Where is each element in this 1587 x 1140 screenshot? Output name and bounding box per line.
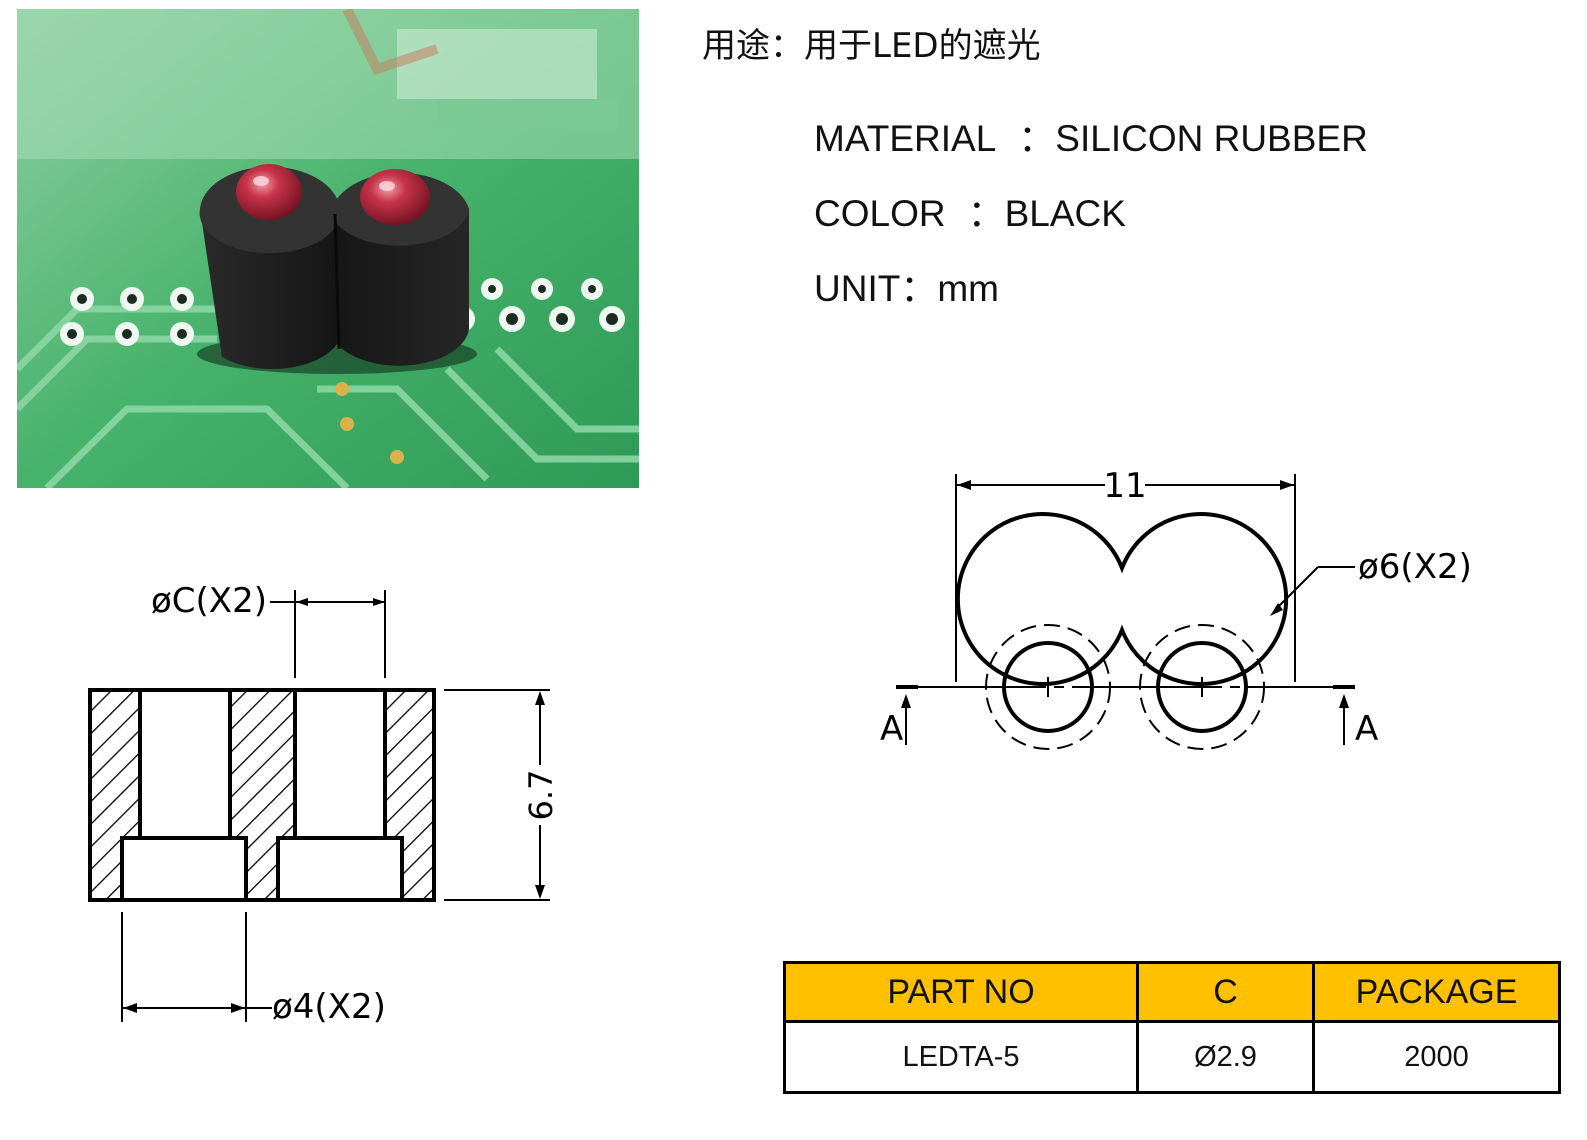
unit-separator: ： — [900, 268, 938, 309]
side-section-drawing: øC(X2) 6.7 ø4(X2) — [88, 581, 560, 1027]
material-value: SILICON RUBBER — [1055, 118, 1368, 159]
outline — [955, 512, 1289, 686]
cell-package: 2000 — [1312, 1020, 1561, 1094]
header-c: C — [1136, 961, 1315, 1023]
color-label: COLOR — [814, 193, 946, 234]
cell-part-no: LEDTA-5 — [783, 1020, 1139, 1094]
outer-diameter-label: ø6(X2) — [1358, 547, 1472, 587]
cell-c: Ø2.9 — [1136, 1020, 1315, 1094]
material-label: MATERIAL — [814, 118, 997, 159]
header-package: PACKAGE — [1312, 961, 1561, 1023]
height-dimension-label: 6.7 — [522, 770, 560, 821]
width-dimension-label: 11 — [1103, 466, 1146, 506]
unit-value: mm — [937, 268, 999, 309]
top-view-drawing: A A 11 ø6(X2) — [880, 466, 1472, 750]
header-part-no: PART NO — [783, 961, 1139, 1023]
color-separator: ： — [967, 193, 1005, 234]
spec-material: MATERIAL ：SILICON RUBBER — [814, 108, 1368, 162]
spec-unit: UNIT：mm — [814, 258, 999, 312]
spec-table: PART NO C PACKAGE LEDTA-5 Ø2.9 2000 — [783, 961, 1561, 1094]
spec-color: COLOR ：BLACK — [814, 183, 1126, 237]
unit-label: UNIT — [814, 268, 901, 309]
section-label-right: A — [1355, 709, 1378, 749]
usage-line: 用途：用于LED的遮光 — [702, 18, 1041, 67]
counterbore-diameter-label: ø4(X2) — [272, 987, 386, 1027]
material-separator: ： — [1018, 118, 1056, 159]
table-row: LEDTA-5 Ø2.9 2000 — [783, 1020, 1561, 1094]
section-body — [88, 688, 436, 902]
usage-text: 用于LED的遮光 — [804, 26, 1041, 66]
section-label-left: A — [880, 709, 903, 749]
bore-diameter-label: øC(X2) — [151, 581, 267, 621]
usage-label: 用途 — [702, 26, 770, 66]
color-value: BLACK — [1004, 193, 1126, 234]
table-header-row: PART NO C PACKAGE — [783, 961, 1561, 1023]
usage-separator: ： — [770, 26, 804, 66]
product-photo — [17, 9, 639, 488]
